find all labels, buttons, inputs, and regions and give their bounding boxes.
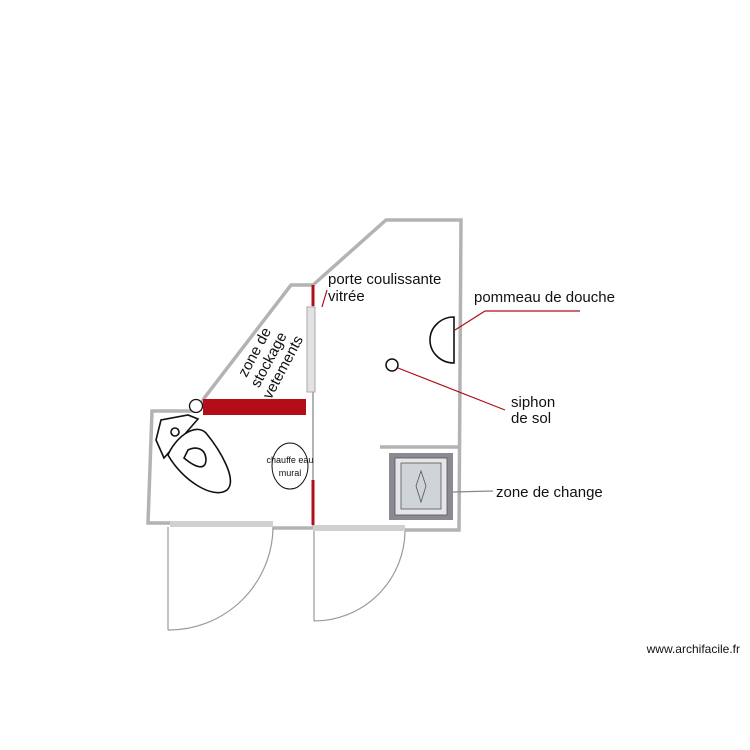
- changing-cabinet: [389, 453, 453, 520]
- drain-label-line2: de sol: [511, 410, 551, 427]
- door-left-opening: [170, 521, 273, 527]
- water-heater: chauffe eau mural: [267, 442, 314, 490]
- door-right[interactable]: [313, 525, 406, 622]
- leader-changing-area: [452, 490, 494, 493]
- interior-partition: [306, 285, 316, 528]
- door-left-swing-arc: [167, 526, 274, 631]
- door-right-opening: [313, 525, 405, 531]
- leader-drain: [397, 367, 506, 411]
- sliding-door-label-line2: vitrée: [328, 288, 365, 305]
- water-heater-label-line2: mural: [279, 468, 302, 478]
- toilet-icon: [155, 414, 232, 494]
- door-right-swing-arc: [313, 530, 406, 622]
- leader-lines: [321, 289, 580, 493]
- cabinet-ornament-icon: [415, 469, 427, 504]
- sliding-door-label-line1: porte coulissante: [328, 271, 441, 288]
- toilet-tank: [155, 414, 200, 460]
- toilet-flush-button: [170, 427, 180, 437]
- wall-right-room: [311, 218, 463, 532]
- leader-shower-head: [454, 310, 580, 331]
- toilet-bowl-outer: [167, 428, 232, 494]
- changing-area-label: zone de change: [496, 484, 603, 501]
- door-left[interactable]: [167, 521, 274, 631]
- storage-label: zone de stockage vetements: [235, 325, 307, 402]
- drain-label-line1: siphon: [511, 394, 555, 411]
- watermark: www.archifacile.fr: [646, 642, 740, 656]
- floor-drain-icon: [385, 358, 399, 372]
- water-heater-icon: [271, 442, 309, 490]
- leader-sliding-door: [321, 289, 328, 308]
- shower-head-icon: [429, 316, 455, 364]
- toilet-bowl-inner: [183, 447, 207, 468]
- storage-post: [188, 398, 204, 414]
- storage-shelf: [203, 399, 306, 415]
- water-heater-label-line1: chauffe eau: [267, 455, 314, 465]
- shower-head-label: pommeau de douche: [474, 289, 615, 306]
- sliding-glass-door[interactable]: [306, 306, 316, 393]
